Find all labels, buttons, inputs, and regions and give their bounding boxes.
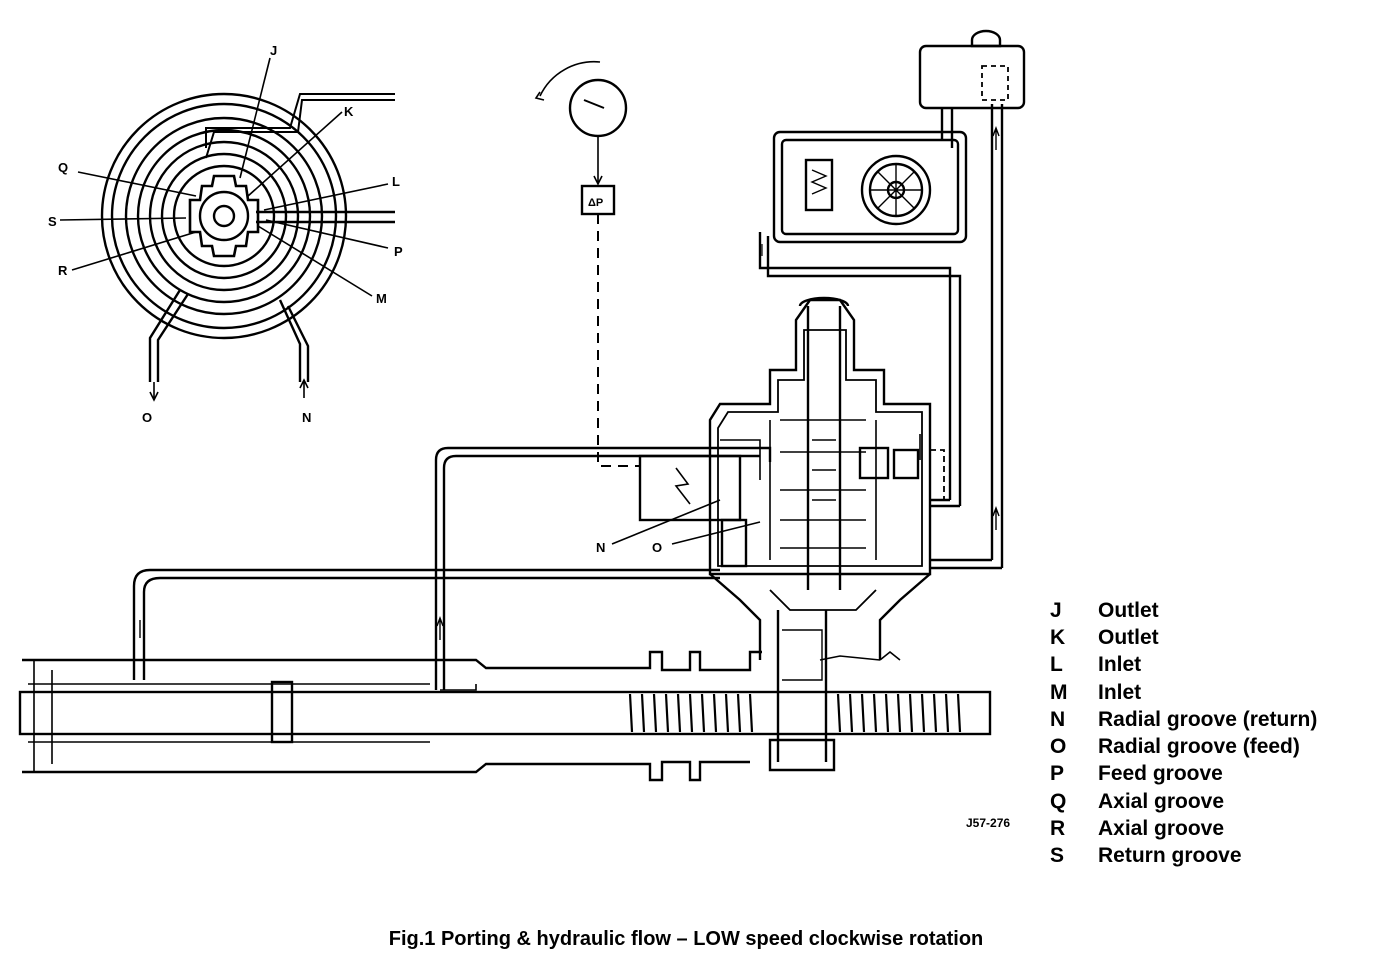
rotary-valve-section: [59, 57, 395, 402]
rack-cylinder: [18, 650, 992, 782]
legend-row: N Radial groove (return): [1050, 706, 1380, 733]
gauge-symbol: ΔP: [588, 197, 603, 209]
legend-key: N: [1050, 707, 1066, 731]
disc-label-l: L: [392, 174, 400, 189]
legend-key: L: [1050, 653, 1063, 677]
disc-label-k: K: [344, 104, 354, 119]
disc-label-j: J: [270, 43, 277, 58]
disc-label-m: M: [376, 291, 387, 306]
legend-row: M Inlet: [1050, 679, 1380, 706]
disc-label-n: N: [302, 410, 311, 425]
legend-label: Axial groove: [1098, 817, 1225, 841]
legend-label: Inlet: [1098, 653, 1142, 677]
disc-label-s: S: [48, 214, 57, 229]
legend-key: R: [1050, 817, 1066, 841]
figure-caption: Fig.1 Porting & hydraulic flow – LOW spe…: [388, 928, 984, 950]
disc-label-q: Q: [58, 160, 68, 175]
legend-key: J: [1050, 598, 1062, 622]
legend-row: P Feed groove: [1050, 761, 1380, 788]
disc-label-group: J K L P M Q S R O N N O ΔP: [48, 43, 662, 555]
reservoir: [918, 29, 1026, 568]
legend-row: R Axial groove: [1050, 815, 1380, 842]
pump: [758, 108, 968, 506]
legend-key: P: [1050, 762, 1065, 786]
legend-key: M: [1050, 680, 1068, 704]
legend-row: O Radial groove (feed): [1050, 733, 1380, 760]
legend-label: Outlet: [1098, 625, 1159, 649]
legend-row: Q Axial groove: [1050, 788, 1380, 815]
legend-key: O: [1050, 735, 1067, 759]
pressure-gauge: [534, 60, 640, 467]
disc-label-o: O: [142, 410, 152, 425]
legend-label: Return groove: [1098, 844, 1242, 868]
disc-label-p: P: [394, 244, 403, 259]
callout-n: N: [596, 540, 605, 555]
legend-label: Inlet: [1098, 680, 1142, 704]
legend-row: J Outlet: [1050, 597, 1380, 624]
legend-row: K Outlet: [1050, 624, 1380, 651]
legend-label: Radial groove (feed): [1098, 735, 1300, 759]
hydraulic-pipes: [132, 446, 1002, 690]
legend-label: Feed groove: [1098, 762, 1223, 786]
legend-key: S: [1050, 844, 1065, 868]
disc-label-r: R: [58, 263, 68, 278]
reference-code: J57-276: [966, 816, 1011, 830]
legend: J Outlet K Outlet L Inlet M Inlet N Radial gr…: [1050, 597, 1380, 870]
legend-key: K: [1050, 625, 1066, 649]
legend-label: Radial groove (return): [1098, 707, 1318, 731]
legend-label: Outlet: [1098, 598, 1159, 622]
valve-housing: [638, 296, 945, 772]
legend-label: Axial groove: [1098, 789, 1225, 813]
callout-o: O: [652, 540, 662, 555]
legend-key: Q: [1050, 789, 1067, 813]
legend-row: S Return groove: [1050, 843, 1380, 870]
legend-row: L Inlet: [1050, 652, 1380, 679]
